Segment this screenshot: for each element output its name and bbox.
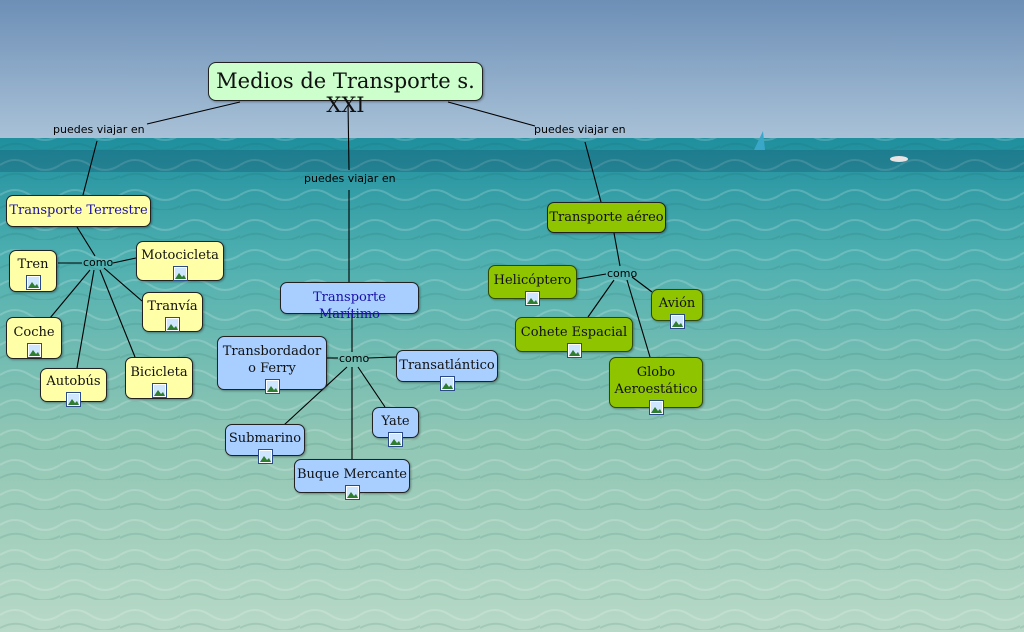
concept-avion[interactable]: Avión (651, 289, 703, 321)
image-icon[interactable] (165, 317, 180, 332)
link-label-aereo: puedes viajar en (534, 123, 626, 136)
concept-label-line2: Aeroestático (615, 382, 698, 397)
concept-transatlantico[interactable]: Transatlántico (396, 350, 498, 382)
concept-buque-mercante[interactable]: Buque Mercante (294, 459, 410, 493)
concept-coche[interactable]: Coche (6, 317, 62, 359)
image-icon[interactable] (345, 485, 360, 500)
concept-cohete-espacial[interactable]: Cohete Espacial (515, 317, 633, 352)
concept-tranvia[interactable]: Tranvía (142, 292, 203, 332)
image-icon[interactable] (567, 343, 582, 358)
link-label-como-aereo: como (607, 267, 637, 280)
concept-transbordador[interactable]: Transbordador o Ferry (217, 336, 327, 390)
concept-submarino[interactable]: Submarino (225, 424, 305, 456)
concept-bicicleta[interactable]: Bicicleta (125, 357, 193, 399)
link-label-como-terrestre: como (83, 256, 113, 269)
concept-globo-aeroestatico[interactable]: Globo Aeroestático (609, 357, 703, 408)
concept-label: Yate (381, 414, 409, 429)
image-icon[interactable] (265, 379, 280, 394)
image-icon[interactable] (152, 383, 167, 398)
link-label-como-maritimo: como (339, 352, 369, 365)
concept-transporte-aereo[interactable]: Transporte aéreo (547, 202, 666, 233)
concept-label: Avión (659, 296, 696, 311)
image-icon[interactable] (258, 449, 273, 464)
concept-label: Transatlántico (399, 358, 494, 373)
concept-label: Buque Mercante (297, 467, 407, 482)
image-icon[interactable] (670, 314, 685, 329)
concept-label: Submarino (229, 431, 301, 446)
concept-autobus[interactable]: Autobús (40, 368, 107, 402)
image-icon[interactable] (649, 400, 664, 415)
concept-tren[interactable]: Tren (9, 250, 57, 292)
image-icon[interactable] (26, 275, 41, 290)
link-label-terrestre: puedes viajar en (53, 123, 145, 136)
concept-title[interactable]: Medios de Transporte s. XXI (208, 62, 483, 101)
concept-label: Tren (18, 257, 49, 272)
concept-label: Coche (13, 325, 54, 340)
image-icon[interactable] (525, 291, 540, 306)
image-icon[interactable] (440, 376, 455, 391)
concept-label: Bicicleta (130, 365, 187, 380)
concept-label: Transporte Terrestre (9, 203, 147, 218)
concept-label-line1: Transbordador (223, 344, 321, 359)
concept-yate[interactable]: Yate (372, 407, 419, 438)
concept-label: Autobús (46, 374, 100, 389)
concept-label-line2: o Ferry (248, 361, 296, 376)
image-icon[interactable] (173, 266, 188, 281)
concept-helicoptero[interactable]: Helicóptero (488, 265, 577, 299)
link-label-maritimo: puedes viajar en (304, 172, 396, 185)
concept-label: Cohete Espacial (521, 325, 627, 340)
image-icon[interactable] (27, 343, 42, 358)
concept-label: Transporte aéreo (549, 210, 663, 225)
concept-label: Tranvía (147, 299, 197, 314)
concept-label: Motocicleta (141, 248, 219, 263)
concept-transporte-maritimo[interactable]: Transporte Marítimo (280, 282, 419, 314)
image-icon[interactable] (66, 392, 81, 407)
concept-label: Helicóptero (494, 273, 572, 288)
concept-label: Transporte Marítimo (313, 290, 386, 322)
concept-transporte-terrestre[interactable]: Transporte Terrestre (6, 195, 151, 227)
concept-label-line1: Globo (637, 365, 676, 380)
image-icon[interactable] (388, 432, 403, 447)
concept-motocicleta[interactable]: Motocicleta (136, 241, 224, 281)
